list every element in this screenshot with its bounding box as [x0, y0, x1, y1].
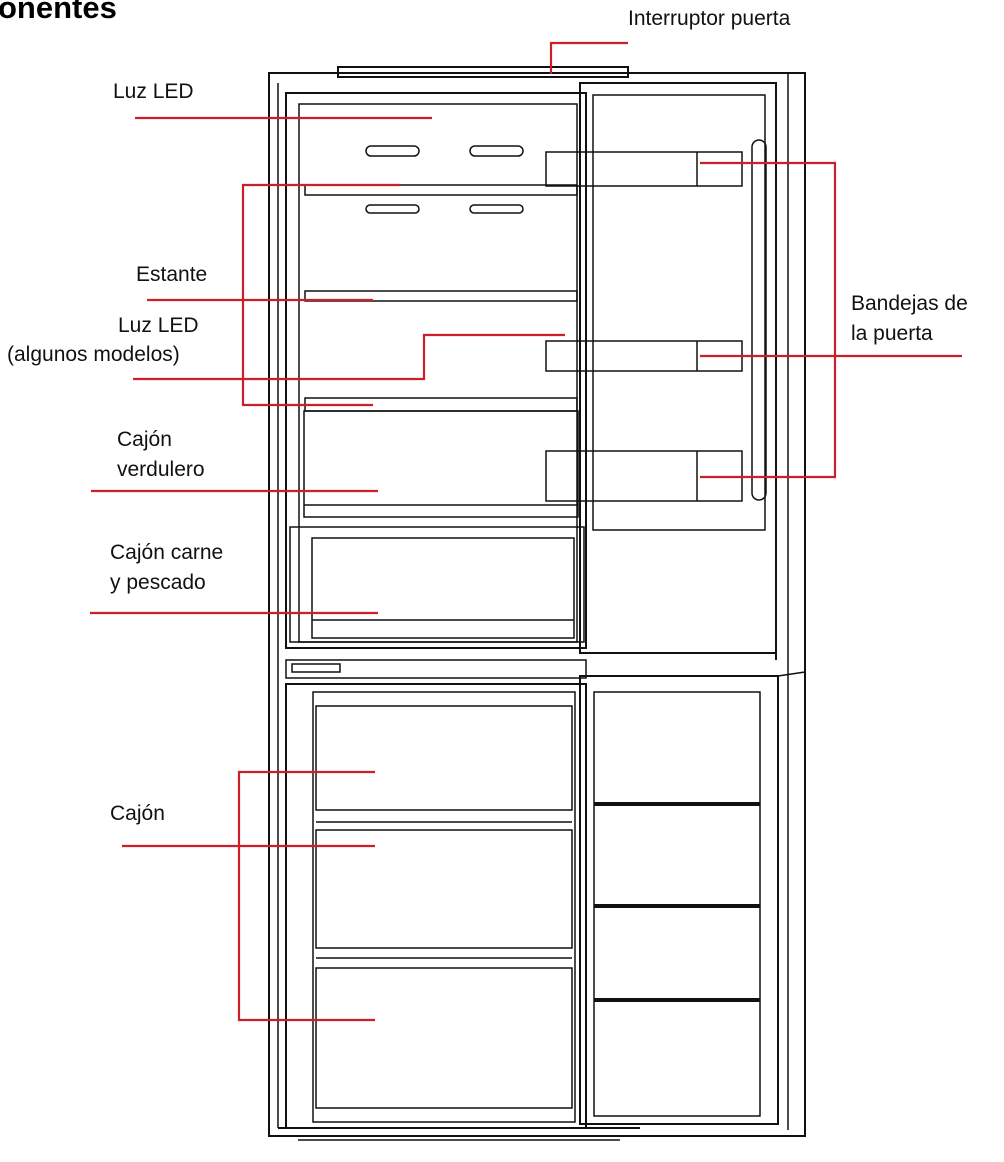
label-led-light-some-note: (algunos modelos) — [7, 342, 180, 368]
compartment-divider — [286, 660, 586, 678]
label-freezer-drawer: Cajón — [110, 801, 165, 827]
freezer-drawer-shape — [316, 706, 572, 810]
fridge-outline — [269, 67, 805, 1140]
fridge-compartment — [286, 93, 586, 648]
freezer-drawer-shape — [316, 830, 572, 948]
label-led-light: Luz LED — [113, 79, 194, 105]
leader-door-bins — [700, 163, 835, 477]
label-door-switch: Interruptor puerta — [628, 6, 790, 32]
led-slot — [470, 205, 523, 213]
leader-led-light-some — [133, 335, 565, 379]
leader-door-switch — [551, 43, 628, 74]
shelf — [305, 185, 577, 195]
label-crisper-line1: Cajón — [117, 427, 172, 453]
door-bin — [546, 152, 742, 186]
crisper-drawer-shape — [304, 411, 578, 517]
led-slot — [366, 205, 419, 213]
fridge-body — [269, 73, 805, 1136]
led-slot — [470, 146, 523, 156]
leader-lines — [90, 43, 962, 1020]
freezer-door — [580, 676, 778, 1124]
label-door-bins-line1: Bandejas de — [851, 291, 968, 317]
fridge-door — [580, 83, 776, 653]
label-shelf: Estante — [136, 262, 207, 288]
label-led-light-some: Luz LED — [118, 313, 199, 339]
leader-shelf-bracket — [243, 185, 400, 405]
freezer-compartment — [286, 684, 586, 1128]
leader-freezer-bracket — [239, 772, 375, 1020]
label-crisper-line2: verdulero — [117, 457, 205, 483]
label-meat-drawer-line1: Cajón carne — [110, 540, 223, 566]
label-meat-drawer-line2: y pescado — [110, 570, 206, 596]
led-slot — [366, 146, 419, 156]
freezer-drawer-shape — [316, 968, 572, 1108]
meat-drawer-shape — [290, 527, 584, 642]
label-door-bins-line2: la puerta — [851, 321, 933, 347]
